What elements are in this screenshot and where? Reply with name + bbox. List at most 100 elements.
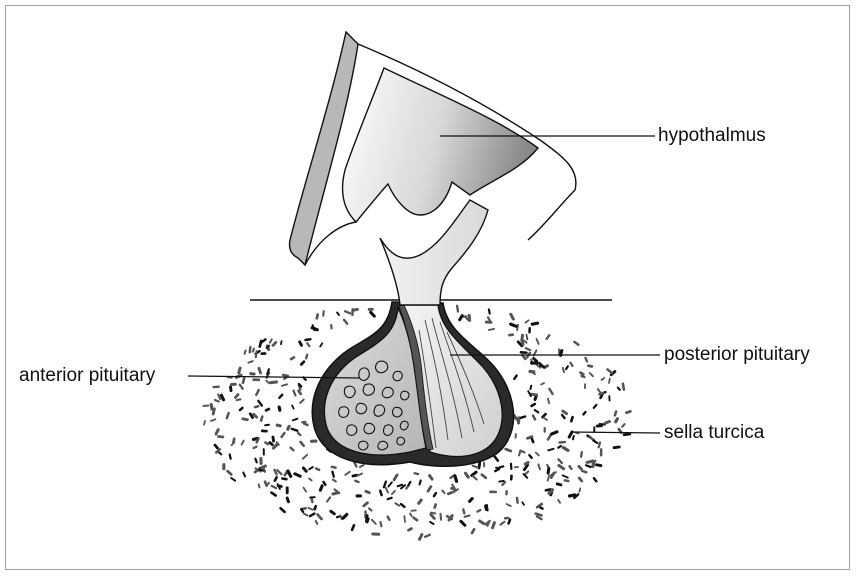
bone-speckle [563, 475, 568, 477]
bone-speckle [233, 439, 234, 442]
bone-speckle [528, 391, 531, 396]
bone-speckle [552, 432, 558, 434]
bone-speckle [303, 468, 306, 471]
bone-speckle [320, 486, 322, 490]
bone-speckle [565, 480, 569, 481]
bone-speckle [227, 413, 229, 418]
bone-speckle [298, 433, 301, 435]
bone-speckle [301, 509, 303, 512]
bone-speckle [495, 469, 499, 471]
bone-speckle [259, 484, 260, 487]
bone-speckle [466, 473, 469, 477]
bone-speckle [270, 443, 273, 445]
bone-speckle [618, 388, 620, 390]
bone-speckle [272, 486, 276, 488]
bone-speckle [309, 479, 311, 481]
bone-speckle [318, 515, 322, 520]
bone-speckle [489, 329, 494, 330]
bone-speckle [441, 514, 442, 520]
bone-speckle [369, 508, 372, 510]
bone-speckle [245, 351, 246, 354]
bone-speckle [243, 419, 248, 420]
bone-speckle [593, 463, 594, 467]
bone-speckle [310, 514, 315, 517]
bone-speckle [213, 409, 214, 414]
bone-speckle [536, 453, 539, 456]
bone-speckle [380, 491, 381, 495]
bone-speckle [486, 506, 487, 509]
bone-speckle [599, 443, 600, 448]
bone-speckle [499, 481, 504, 482]
bone-speckle [588, 366, 591, 367]
bone-speckle [527, 335, 528, 340]
bone-speckle [299, 391, 301, 394]
bone-speckle [501, 522, 505, 525]
bone-speckle [566, 366, 568, 369]
bone-speckle [465, 516, 470, 517]
bone-speckle [582, 471, 586, 472]
bone-speckle [525, 463, 528, 465]
bone-speckle [547, 335, 550, 339]
bone-speckle [605, 422, 609, 424]
bone-speckle [470, 499, 473, 502]
bone-speckle [243, 378, 244, 383]
bone-speckle [332, 467, 336, 468]
bone-speckle [522, 355, 525, 359]
bone-speckle [311, 498, 312, 502]
bone-speckle [304, 514, 307, 516]
bone-speckle [255, 459, 256, 463]
bone-speckle [282, 384, 287, 386]
bone-speckle [463, 509, 464, 513]
bone-speckle [295, 474, 300, 476]
bone-speckle [573, 436, 574, 439]
ventricle-wall-strip [289, 32, 358, 265]
bone-speckle [507, 504, 511, 506]
bone-speckle [582, 376, 585, 377]
bone-speckle [287, 498, 288, 502]
bone-speckle [425, 535, 430, 537]
bone-speckle [562, 415, 565, 418]
bone-speckle [409, 529, 412, 531]
bone-speckle [473, 466, 478, 468]
bone-speckle [258, 401, 262, 406]
bone-speckle [489, 310, 490, 314]
anterior-pituitary-label: anterior pituitary [19, 366, 155, 385]
bone-speckle [579, 466, 582, 469]
bone-speckle [355, 481, 358, 482]
bone-speckle [544, 418, 548, 420]
bone-speckle [506, 449, 511, 451]
bone-speckle [448, 492, 452, 493]
bone-speckle [301, 362, 304, 365]
bone-speckle [420, 535, 422, 540]
bone-speckle [237, 399, 241, 400]
bone-speckle [221, 395, 223, 400]
bone-speckle [253, 349, 254, 352]
bone-speckle [309, 467, 313, 469]
bone-speckle [271, 382, 277, 383]
bone-speckle [381, 522, 382, 526]
bone-speckle [345, 472, 350, 475]
bone-speckle [522, 342, 523, 345]
bone-speckle [532, 323, 537, 324]
bone-speckle [581, 373, 584, 375]
bone-speckle [420, 481, 421, 485]
bone-speckle [211, 405, 212, 410]
bone-speckle [320, 343, 322, 346]
bone-speckle [570, 466, 572, 469]
bone-speckle [428, 487, 431, 492]
bone-speckle [586, 358, 588, 361]
bone-speckle [291, 448, 294, 451]
bone-speckle [558, 446, 561, 448]
bone-speckle [300, 400, 304, 403]
bone-speckle [291, 357, 294, 359]
bone-speckle [410, 513, 411, 516]
bone-speckle [273, 342, 276, 345]
bone-speckle [384, 482, 386, 488]
bone-speckle [480, 521, 484, 524]
bone-speckle [317, 315, 318, 319]
bone-speckle [353, 309, 357, 310]
bone-speckle [546, 490, 551, 491]
hypothalamus-region [343, 68, 538, 222]
bone-speckle [442, 491, 444, 494]
